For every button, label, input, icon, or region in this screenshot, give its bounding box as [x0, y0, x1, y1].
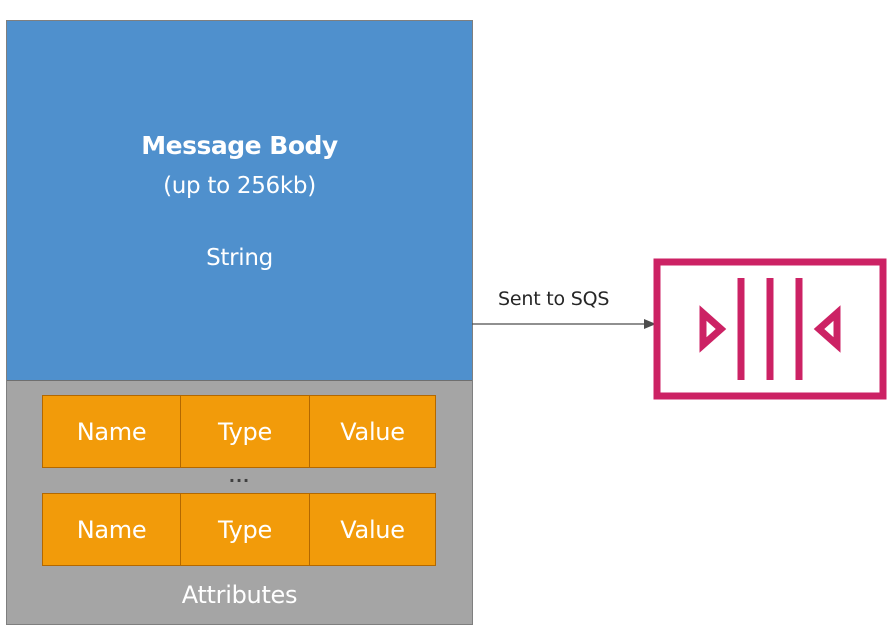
attributes-ellipsis: ...: [228, 467, 251, 486]
message-body-size-note: (up to 256kb): [163, 173, 316, 199]
attribute-value-cell: Value: [310, 493, 436, 566]
message-attributes-section: Name Type Value ... Name Type Value Attr…: [7, 381, 472, 624]
arrow-head: [644, 319, 656, 329]
sent-to-sqs-label: Sent to SQS: [498, 288, 610, 310]
attribute-value-cell: Value: [310, 395, 436, 468]
attribute-row: Name Type Value: [42, 493, 436, 566]
attributes-label: Attributes: [181, 581, 298, 609]
attribute-row: Name Type Value: [42, 395, 436, 468]
message-body-title: Message Body: [141, 131, 338, 160]
queue-frame: [653, 258, 887, 400]
attribute-type-cell: Type: [181, 395, 310, 468]
queue-in-arrow: [699, 305, 727, 353]
attribute-name-cell: Name: [42, 493, 181, 566]
sqs-message: Message Body (up to 256kb) String Name T…: [6, 20, 473, 625]
queue-out-arrow: [813, 305, 841, 353]
attribute-name-cell: Name: [42, 395, 181, 468]
sent-to-sqs-arrow: [472, 319, 656, 329]
attribute-type-cell: Type: [181, 493, 310, 566]
message-body-section: Message Body (up to 256kb) String: [7, 21, 472, 381]
message-body-type: String: [206, 245, 273, 271]
sqs-queue-icon: [653, 258, 887, 400]
